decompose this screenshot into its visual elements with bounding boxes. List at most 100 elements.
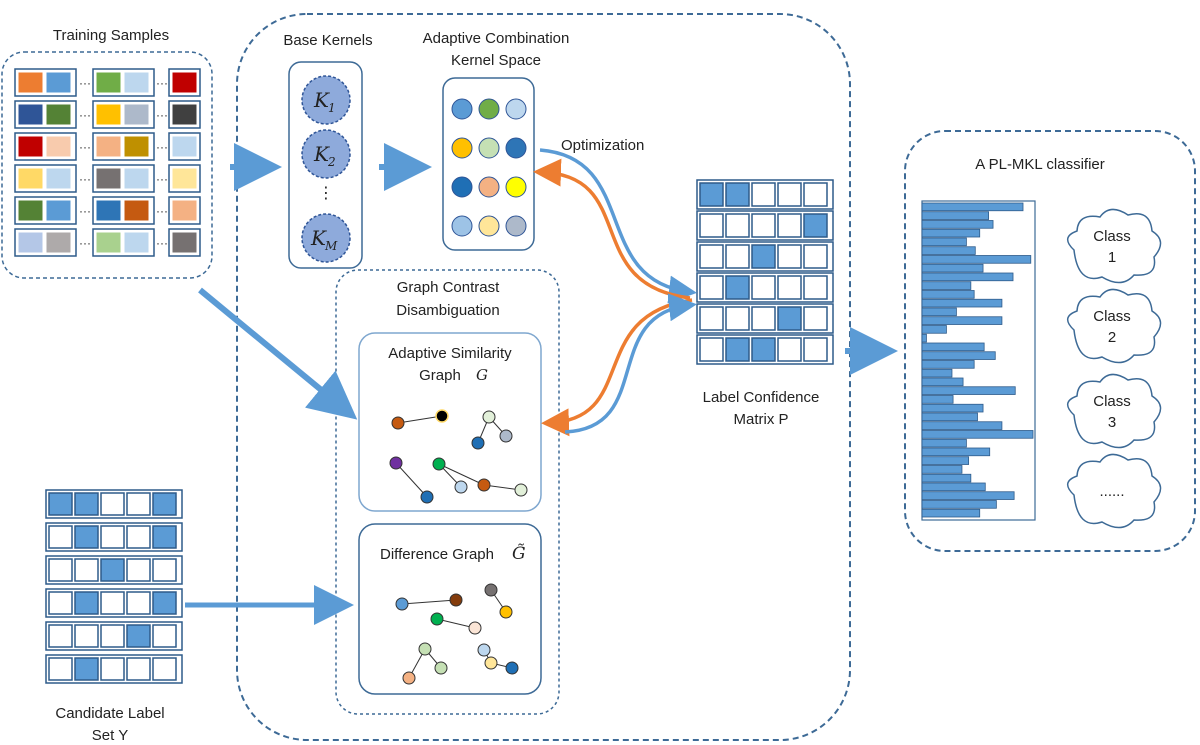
graph-contrast-title-line2: Disambiguation xyxy=(396,302,499,319)
matrix-cell-empty xyxy=(126,558,151,582)
matrix-cell-empty xyxy=(751,182,776,207)
matrix-cell-empty xyxy=(777,275,802,300)
svg-text:1: 1 xyxy=(328,101,336,115)
classifier-bar xyxy=(921,421,1003,430)
arrow-graph-blue xyxy=(564,293,697,434)
classifier-title: A PL-MKL classifier xyxy=(975,156,1105,173)
adaptive-combination-title-line1: Adaptive Combination xyxy=(423,30,570,47)
kernel-point xyxy=(451,98,473,120)
matrix-cell-filled xyxy=(777,306,802,331)
sample-feature-cell xyxy=(17,103,44,126)
classifier-bar xyxy=(921,220,994,229)
classifier-bar xyxy=(921,351,996,360)
adaptive-combination-title-line2: Kernel Space xyxy=(451,52,541,69)
sample-pair-left xyxy=(14,132,77,161)
classifier-bar xyxy=(921,412,978,422)
classifier-bar xyxy=(921,281,972,290)
class-number: 2 xyxy=(1108,329,1116,346)
svg-text:K: K xyxy=(313,88,330,112)
matrix-cell-empty xyxy=(777,182,802,207)
matrix-row xyxy=(45,654,183,684)
matrix-cell-empty xyxy=(777,337,802,362)
matrix-cell-empty xyxy=(100,591,125,615)
class-label: ...... xyxy=(1099,483,1124,500)
sample-ellipsis: ··· xyxy=(156,204,168,218)
sample-single-right xyxy=(168,228,201,257)
sample-pair-left xyxy=(14,196,77,225)
sample-pair-left xyxy=(14,68,77,97)
kernel-point xyxy=(451,176,473,198)
matrix-cell-empty xyxy=(725,244,750,269)
classifier-bar xyxy=(921,211,989,220)
matrix-cell-filled xyxy=(74,525,99,549)
sample-single-right xyxy=(168,196,201,225)
training-samples-grid: ···································· xyxy=(14,68,201,257)
kernel-point xyxy=(478,137,500,159)
class-number: 3 xyxy=(1108,414,1116,431)
classifier-bar xyxy=(921,377,964,387)
kernel-k1: K 1 xyxy=(301,75,351,125)
arrow-optimization-blue xyxy=(539,148,697,304)
candidate-label-title-line1: Candidate Label xyxy=(55,705,164,722)
sample-feature-cell xyxy=(123,135,150,158)
matrix-cell-filled xyxy=(74,492,99,516)
training-samples-box xyxy=(1,51,213,279)
classifier-bar xyxy=(921,508,981,518)
sample-feature-cell xyxy=(171,167,198,190)
classifier-bar xyxy=(921,246,976,255)
arrow-graph-orange xyxy=(541,298,693,437)
matrix-cell-empty xyxy=(48,525,73,549)
matrix-cell-empty xyxy=(100,624,125,648)
classifier-classes: Class1Class2Class3...... xyxy=(1067,208,1162,529)
classifier-bar xyxy=(921,482,986,492)
matrix-row xyxy=(696,303,834,334)
classifier-bar xyxy=(921,307,957,317)
matrix-cell-filled xyxy=(725,182,750,207)
matrix-cell-empty xyxy=(100,525,125,549)
matrix-cell-empty xyxy=(100,492,125,516)
sample-feature-cell xyxy=(95,71,122,94)
sample-feature-cell xyxy=(171,71,198,94)
matrix-row xyxy=(696,210,834,241)
sample-feature-cell xyxy=(123,199,150,222)
kernel-point xyxy=(451,137,473,159)
training-samples-title: Training Samples xyxy=(53,27,169,44)
base-kernels-title: Base Kernels xyxy=(283,32,372,49)
matrix-cell-empty xyxy=(48,591,73,615)
sample-pair-mid xyxy=(92,164,155,193)
class-number: 1 xyxy=(1108,249,1116,266)
class-label: Class xyxy=(1093,308,1131,325)
matrix-cell-empty xyxy=(48,624,73,648)
matrix-cell-empty xyxy=(803,182,828,207)
sample-feature-cell xyxy=(45,135,72,158)
graph-contrast-title-line1: Graph Contrast xyxy=(397,279,500,296)
matrix-cell-empty xyxy=(152,657,177,681)
kernel-ellipsis: ⋮ xyxy=(318,185,334,202)
matrix-cell-empty xyxy=(74,624,99,648)
classifier-bar xyxy=(921,395,954,404)
framework-panel xyxy=(236,13,851,741)
classifier-bar xyxy=(921,465,963,474)
sample-ellipsis: ··· xyxy=(156,140,168,154)
matrix-cell-empty xyxy=(48,657,73,681)
matrix-cell-empty xyxy=(74,558,99,582)
sample-feature-cell xyxy=(17,199,44,222)
classifier-bar xyxy=(921,272,1014,282)
difference-graph-title: Difference Graph xyxy=(380,546,494,563)
matrix-cell-empty xyxy=(725,213,750,238)
matrix-cell-empty xyxy=(126,492,151,516)
matrix-cell-empty xyxy=(777,244,802,269)
kernel-point xyxy=(478,215,500,237)
matrix-cell-empty xyxy=(126,657,151,681)
kernel-point xyxy=(478,98,500,120)
classifier-bar xyxy=(921,500,997,509)
kernel-point xyxy=(478,176,500,198)
similarity-graph-title-line1: Adaptive Similarity xyxy=(388,345,512,362)
sample-feature-cell xyxy=(171,135,198,158)
flow-arrows xyxy=(185,143,898,625)
similarity-graph-symbol: G xyxy=(476,366,488,384)
class-cloud: ...... xyxy=(1067,453,1162,529)
classifier-bars xyxy=(921,202,1034,518)
